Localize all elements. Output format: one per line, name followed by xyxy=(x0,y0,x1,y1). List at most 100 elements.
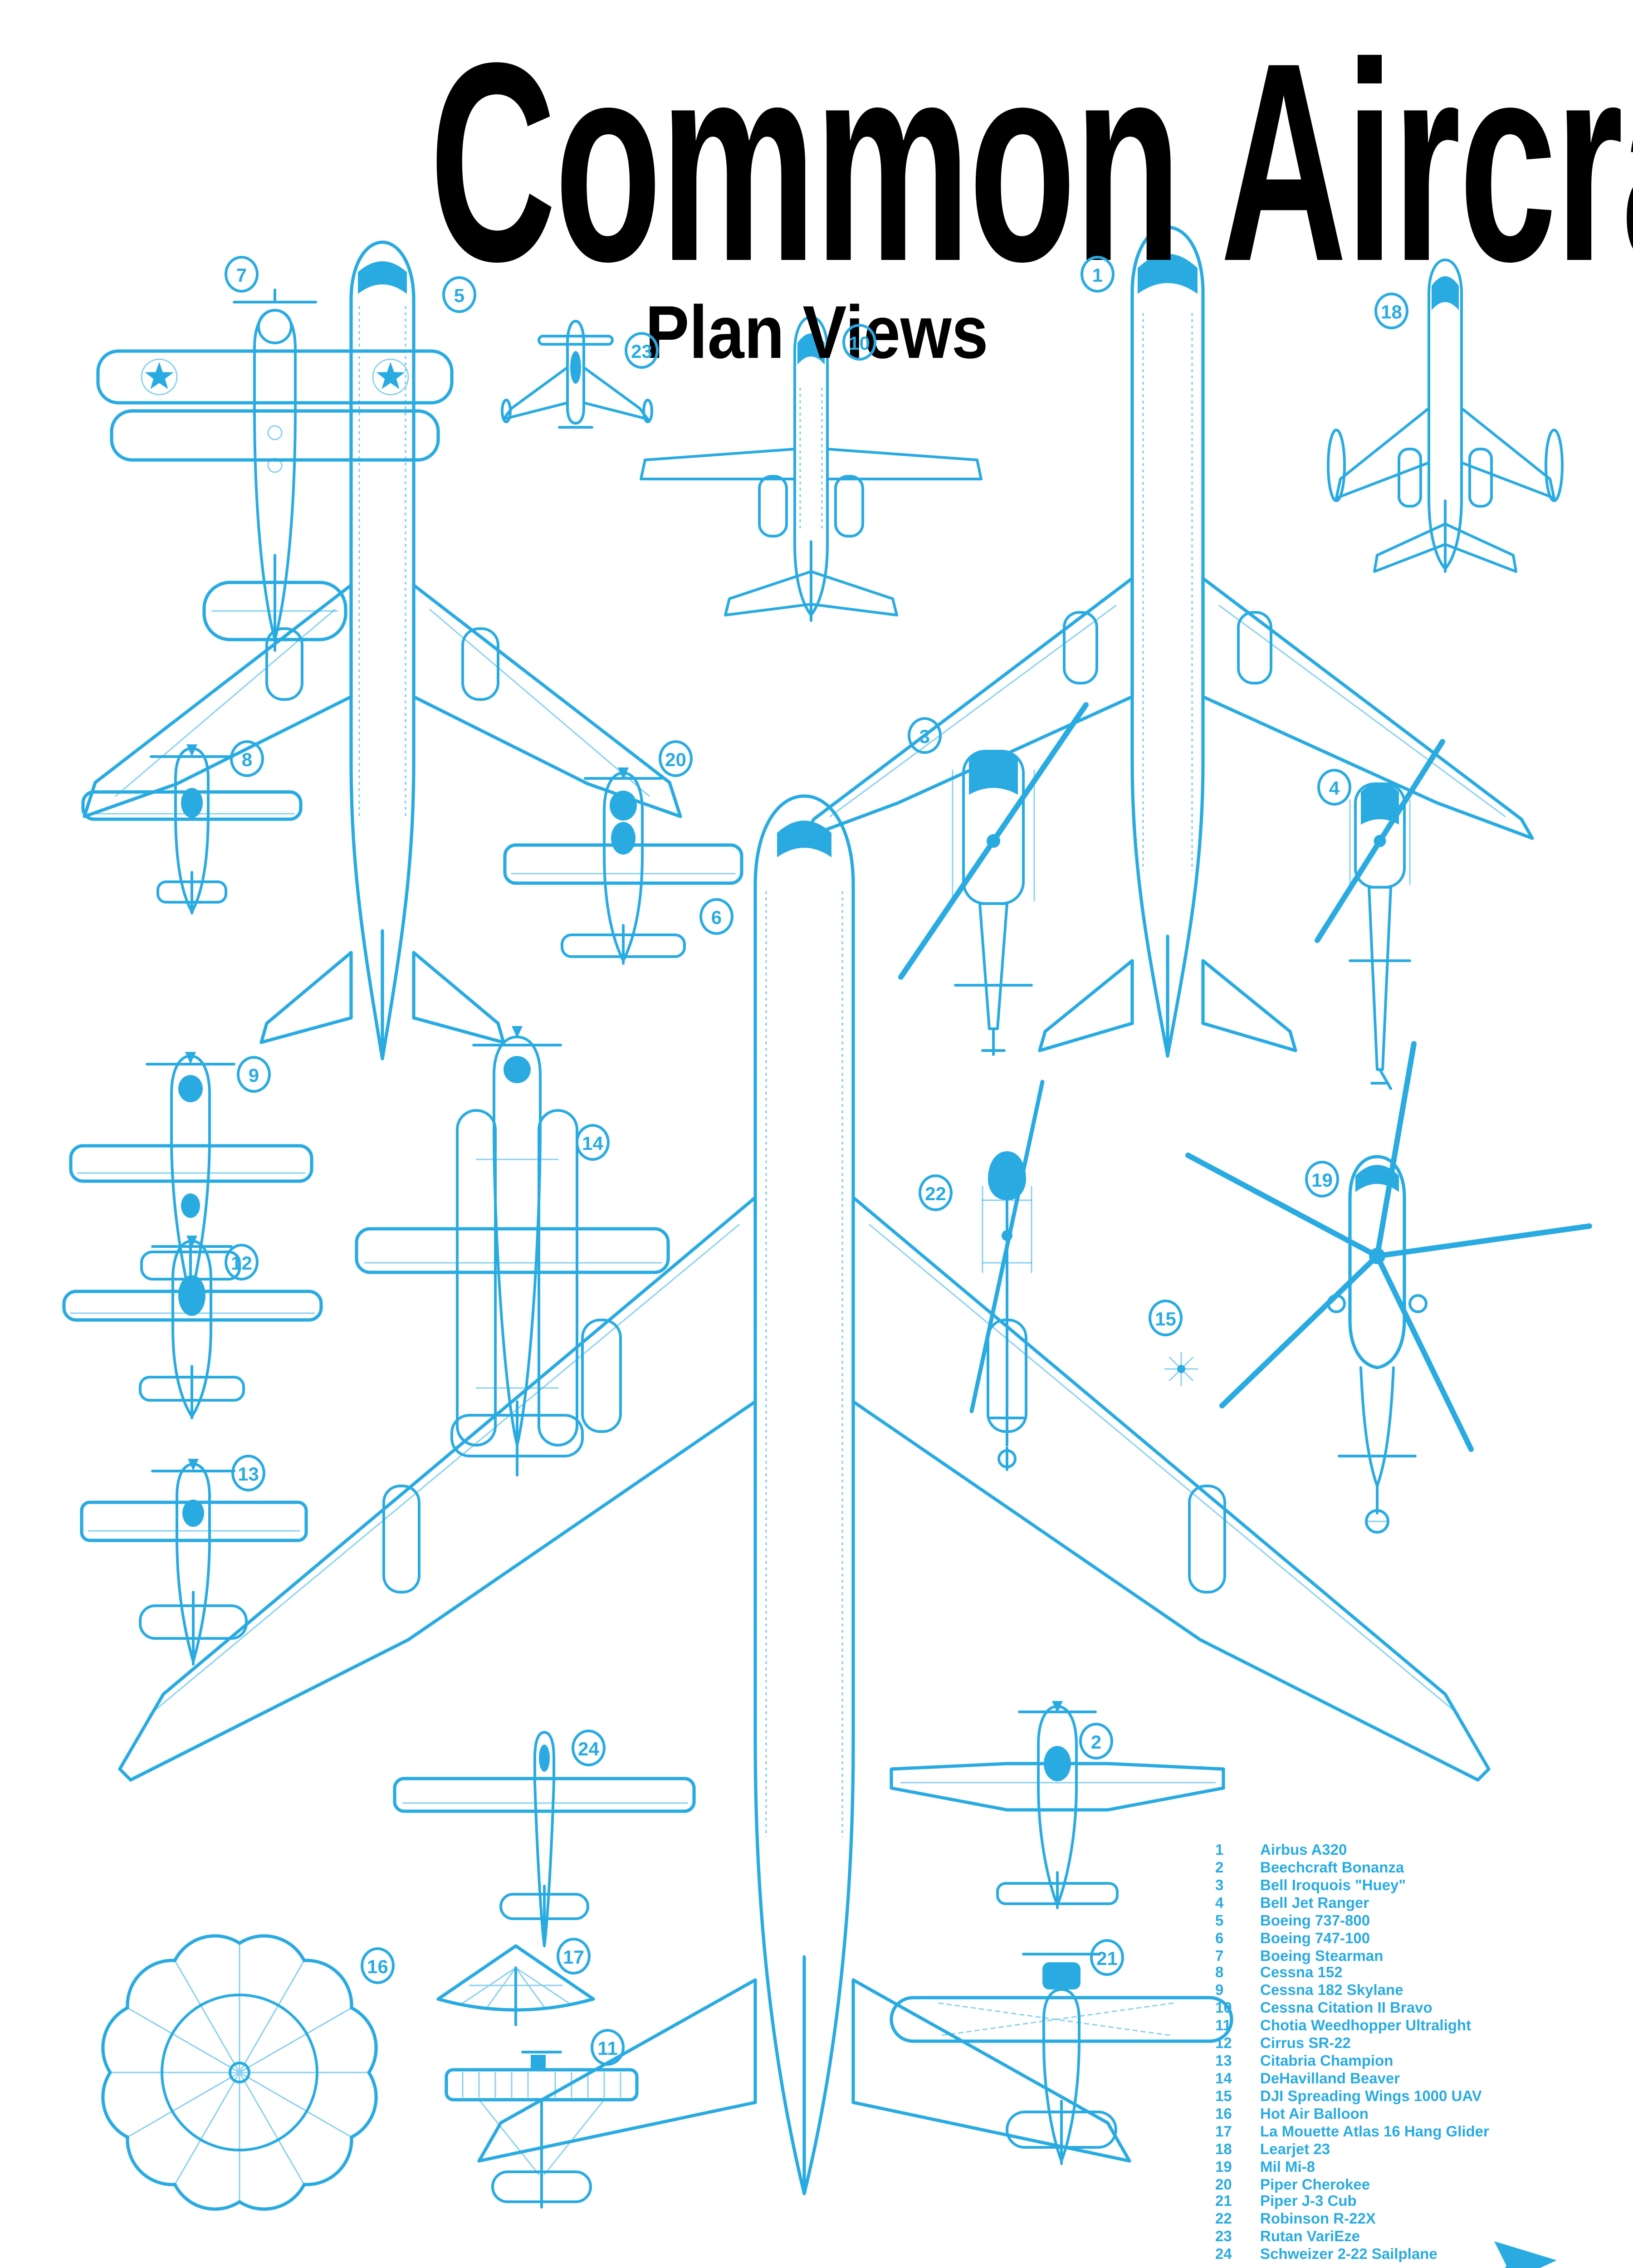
legend-item-number: 4 xyxy=(1215,1895,1224,1912)
legend-item: 16 Hot Air Balloon xyxy=(1215,2106,1489,2124)
marker-5: 5 xyxy=(442,276,476,313)
marker-21: 21 xyxy=(1090,1939,1124,1976)
marker-8: 8 xyxy=(230,740,264,777)
legend-item: 4 Bell Jet Ranger xyxy=(1215,1895,1489,1913)
marker-20: 20 xyxy=(659,740,693,777)
aircraft-cessna-182-skylane xyxy=(69,1052,313,1304)
legend-item-number: 19 xyxy=(1215,2159,1232,2175)
aircraft-cessna-152 xyxy=(81,744,303,914)
legend-item: 2 Beechcraft Bonanza xyxy=(1215,1860,1489,1878)
aircraft-rutan-varieze xyxy=(501,320,653,429)
whpacific-logo-text: WHPacific xyxy=(1221,2267,1554,2268)
aircraft-mil-mi-8 xyxy=(1185,1041,1592,1534)
marker-16: 16 xyxy=(361,1947,395,1984)
aircraft-bell-jet-ranger xyxy=(1315,739,1445,1090)
legend-item: 6 Boeing 747-100 xyxy=(1215,1931,1489,1948)
marker-3: 3 xyxy=(908,717,942,754)
page-subtitle: Plan Views xyxy=(645,290,988,374)
aircraft-cirrus-sr-22 xyxy=(62,1236,323,1419)
marker-7: 7 xyxy=(225,256,259,293)
legend-item-name: DeHavilland Beaver xyxy=(1260,2071,1400,2087)
legend-item-name: Bell Iroquois "Huey" xyxy=(1260,1877,1406,1894)
legend-item-number: 8 xyxy=(1215,1965,1224,1982)
legend-item-name: Bell Jet Ranger xyxy=(1260,1895,1369,1912)
aircraft-boeing-stearman xyxy=(96,288,454,652)
legend-item-number: 3 xyxy=(1215,1877,1224,1894)
legend-item-name: Chotia Weedhopper Ultralight xyxy=(1260,2018,1472,2035)
marker-1: 1 xyxy=(1081,256,1115,293)
legend-item-number: 2 xyxy=(1215,1860,1224,1877)
aircraft-la-mouette-hang-glider xyxy=(436,1944,595,2026)
marker-14: 14 xyxy=(576,1124,610,1161)
legend-item: 19 Mil Mi-8 xyxy=(1215,2159,1489,2177)
marker-15: 15 xyxy=(1149,1300,1183,1336)
legend-item-number: 6 xyxy=(1215,1930,1224,1947)
marker-13: 13 xyxy=(231,1455,265,1491)
legend-item-name: Beechcraft Bonanza xyxy=(1260,1860,1404,1877)
marker-12: 12 xyxy=(225,1244,259,1281)
marker-6: 6 xyxy=(699,898,733,935)
marker-11: 11 xyxy=(591,2029,625,2066)
legend-item-name: Schweizer 2-22 Sailplane xyxy=(1260,2247,1437,2263)
legend-item: 15 DJI Spreading Wings 1000 UAV xyxy=(1215,2089,1489,2107)
legend-item-number: 16 xyxy=(1215,2106,1232,2123)
aircraft-schweizer-2-22-sailplane xyxy=(393,1731,696,1947)
legend-item: 3 Bell Iroquois "Huey" xyxy=(1215,1878,1489,1896)
legend-item: 23 Rutan VariEze xyxy=(1215,2229,1489,2247)
aircraft-bell-iroquois-huey xyxy=(898,702,1089,1056)
aircraft-piper-j-3-cub xyxy=(890,1953,1233,2165)
legend-item: 9 Cessna 182 Skylane xyxy=(1215,1983,1489,2001)
legend-item-number: 13 xyxy=(1215,2053,1232,2070)
legend-item-name: Mil Mi-8 xyxy=(1260,2159,1315,2175)
legend-item-name: Cessna 182 Skylane xyxy=(1260,1983,1403,2000)
legend-item-number: 22 xyxy=(1215,2212,1232,2229)
main-rotor xyxy=(1374,1223,1592,1259)
legend-item: 1 Airbus A320 xyxy=(1215,1843,1489,1860)
legend-item: 13 Citabria Champion xyxy=(1215,2053,1489,2071)
legend-item-name: Rutan VariEze xyxy=(1260,2229,1360,2246)
aircraft-dehavilland-beaver xyxy=(355,1026,670,1476)
marker-24: 24 xyxy=(572,1730,606,1766)
aircraft-airbus-a320 xyxy=(801,225,1534,1058)
legend-item: 18 Learjet 23 xyxy=(1215,2141,1489,2159)
legend-item-name: La Mouette Atlas 16 Hang Glider xyxy=(1260,2124,1489,2141)
legend-item-number: 14 xyxy=(1215,2071,1232,2087)
marker-4: 4 xyxy=(1317,769,1351,806)
legend-item-name: Cessna 152 xyxy=(1260,1965,1343,1982)
legend-item: 7 Boeing Stearman xyxy=(1215,1948,1489,1966)
legend-item: 24 Schweizer 2-22 Sailplane xyxy=(1215,2247,1489,2265)
marker-9: 9 xyxy=(237,1056,271,1093)
legend-item-number: 12 xyxy=(1215,2036,1232,2053)
aircraft-hot-air-balloon xyxy=(101,1934,378,2211)
legend-item-name: Boeing Stearman xyxy=(1260,1948,1384,1965)
legend-item: 11 Chotia Weedhopper Ultralight xyxy=(1215,2019,1489,2036)
aircraft-legend: 1 Airbus A320 2 Beechcraft Bonanza 3 Bel… xyxy=(1215,1843,1489,2264)
legend-item-name: Citabria Champion xyxy=(1260,2053,1393,2070)
legend-item-number: 15 xyxy=(1215,2088,1232,2105)
marker-22: 22 xyxy=(919,1174,953,1211)
legend-item-number: 20 xyxy=(1215,2176,1232,2193)
aircraft-learjet-23 xyxy=(1327,259,1564,573)
legend-item-number: 10 xyxy=(1215,2000,1232,2017)
legend-item: 10 Cessna Citation II Bravo xyxy=(1215,2001,1489,2019)
legend-item-name: Cessna Citation II Bravo xyxy=(1260,2000,1433,2017)
legend-item-number: 18 xyxy=(1215,2141,1232,2158)
aircraft-robinson-r-22x xyxy=(969,1080,1045,1471)
legend-item-name: Learjet 23 xyxy=(1260,2141,1330,2158)
legend-item-name: Airbus A320 xyxy=(1260,1843,1347,1859)
aircraft-citabria-champion xyxy=(80,1459,308,1666)
legend-item-name: Boeing 747-100 xyxy=(1260,1930,1370,1947)
legend-item-number: 1 xyxy=(1215,1843,1224,1859)
legend-item-number: 23 xyxy=(1215,2229,1232,2246)
legend-item: 22 Robinson R-22X xyxy=(1215,2212,1489,2229)
legend-item-name: Boeing 737-800 xyxy=(1260,1913,1370,1930)
legend-item-name: Hot Air Balloon xyxy=(1260,2106,1369,2123)
marker-17: 17 xyxy=(557,1938,591,1975)
aircraft-beechcraft-bonanza xyxy=(890,1701,1225,1909)
legend-item-name: DJI Spreading Wings 1000 UAV xyxy=(1260,2088,1482,2105)
marker-18: 18 xyxy=(1374,293,1408,329)
main-rotor xyxy=(969,1080,1045,1413)
legend-item-number: 5 xyxy=(1215,1913,1224,1930)
